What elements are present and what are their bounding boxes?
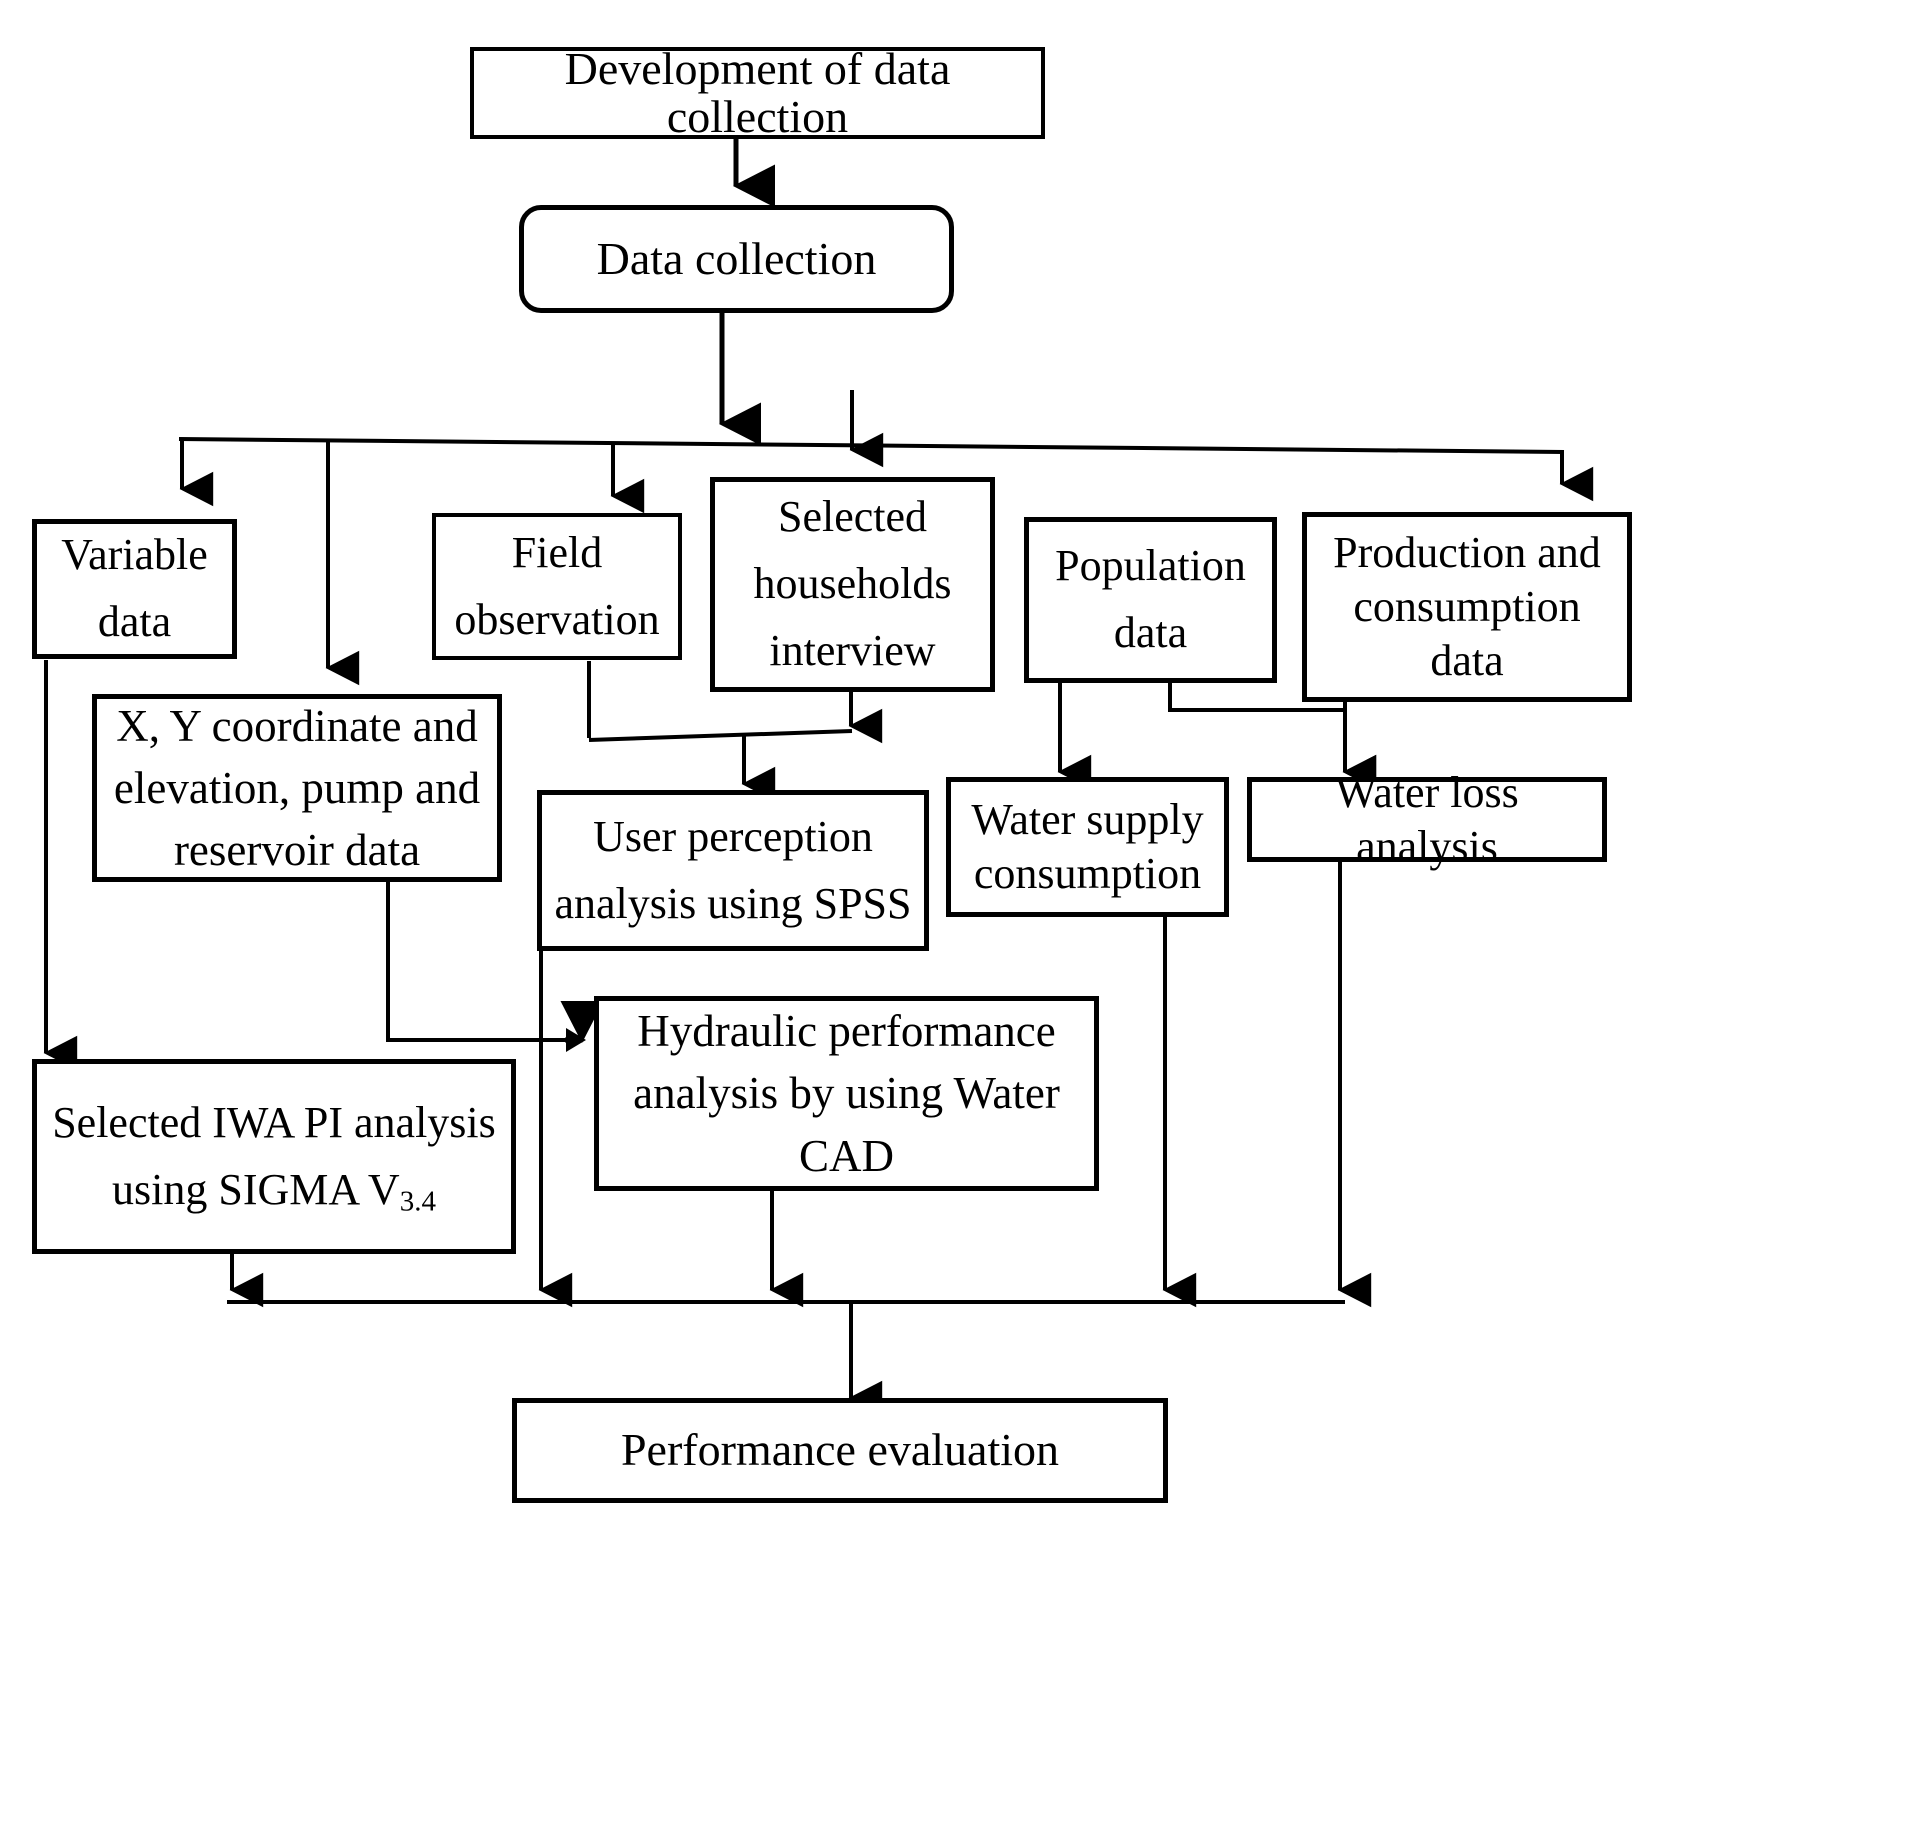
node-population-data[interactable]: Population data <box>1024 517 1277 683</box>
node-water-supply-consumption[interactable]: Water supply consumption <box>946 777 1229 917</box>
node-xy-coordinate-elevation-pump-reservoir[interactable]: X, Y coordinate and elevation, pump and … <box>92 694 502 882</box>
node-user-perception-analysis-spss[interactable]: User perception analysis using SPSS <box>537 790 929 951</box>
distribution-bus-line <box>178 437 1565 454</box>
node-performance-evaluation[interactable]: Performance evaluation <box>512 1398 1168 1503</box>
iwa-pi-label-prefix: Selected IWA PI analysis using SIGMA V <box>52 1097 496 1214</box>
merge-line-field-households <box>588 729 853 742</box>
node-label-development: Development of data collection <box>564 42 951 142</box>
node-variable-data[interactable]: Variable data <box>32 519 237 659</box>
node-development-of-data-collection[interactable]: Development of data collection <box>470 42 1045 142</box>
node-field-observation[interactable]: Field observation <box>432 513 682 660</box>
node-label-variable-data: Variable data <box>61 530 208 646</box>
arrowhead-into-hydraulic <box>566 1028 586 1052</box>
node-label-selected-households: Selected households interview <box>753 492 952 675</box>
node-label-production-consumption: Production and consumption data <box>1333 528 1601 685</box>
node-selected-iwa-pi-analysis-sigma[interactable]: Selected IWA PI analysis using SIGMA V3.… <box>32 1059 516 1254</box>
iwa-pi-version-subscript: 3.4 <box>399 1184 436 1217</box>
node-label-performance-evaluation: Performance evaluation <box>620 1424 1060 1476</box>
node-data-collection[interactable]: Data collection <box>519 205 954 313</box>
node-label-iwa-pi: Selected IWA PI analysis using SIGMA V3.… <box>37 1090 511 1224</box>
node-label-population-data: Population data <box>1055 541 1246 657</box>
node-label-data-collection: Data collection <box>596 232 877 284</box>
node-production-and-consumption-data[interactable]: Production and consumption data <box>1302 512 1632 702</box>
node-label-water-loss-analysis: Water loss analysis <box>1335 767 1519 871</box>
node-label-xy-coordinate: X, Y coordinate and elevation, pump and … <box>113 700 481 876</box>
node-label-hydraulic-performance: Hydraulic performance analysis by using … <box>633 1006 1060 1181</box>
node-label-field-observation: Field observation <box>454 527 660 644</box>
node-selected-households-interview[interactable]: Selected households interview <box>710 477 995 692</box>
node-label-water-supply-consumption: Water supply consumption <box>971 795 1204 898</box>
node-hydraulic-performance-watercad[interactable]: Hydraulic performance analysis by using … <box>594 996 1099 1191</box>
node-label-user-perception: User perception analysis using SPSS <box>554 811 912 928</box>
node-water-loss-analysis[interactable]: Water loss analysis <box>1247 768 1607 871</box>
